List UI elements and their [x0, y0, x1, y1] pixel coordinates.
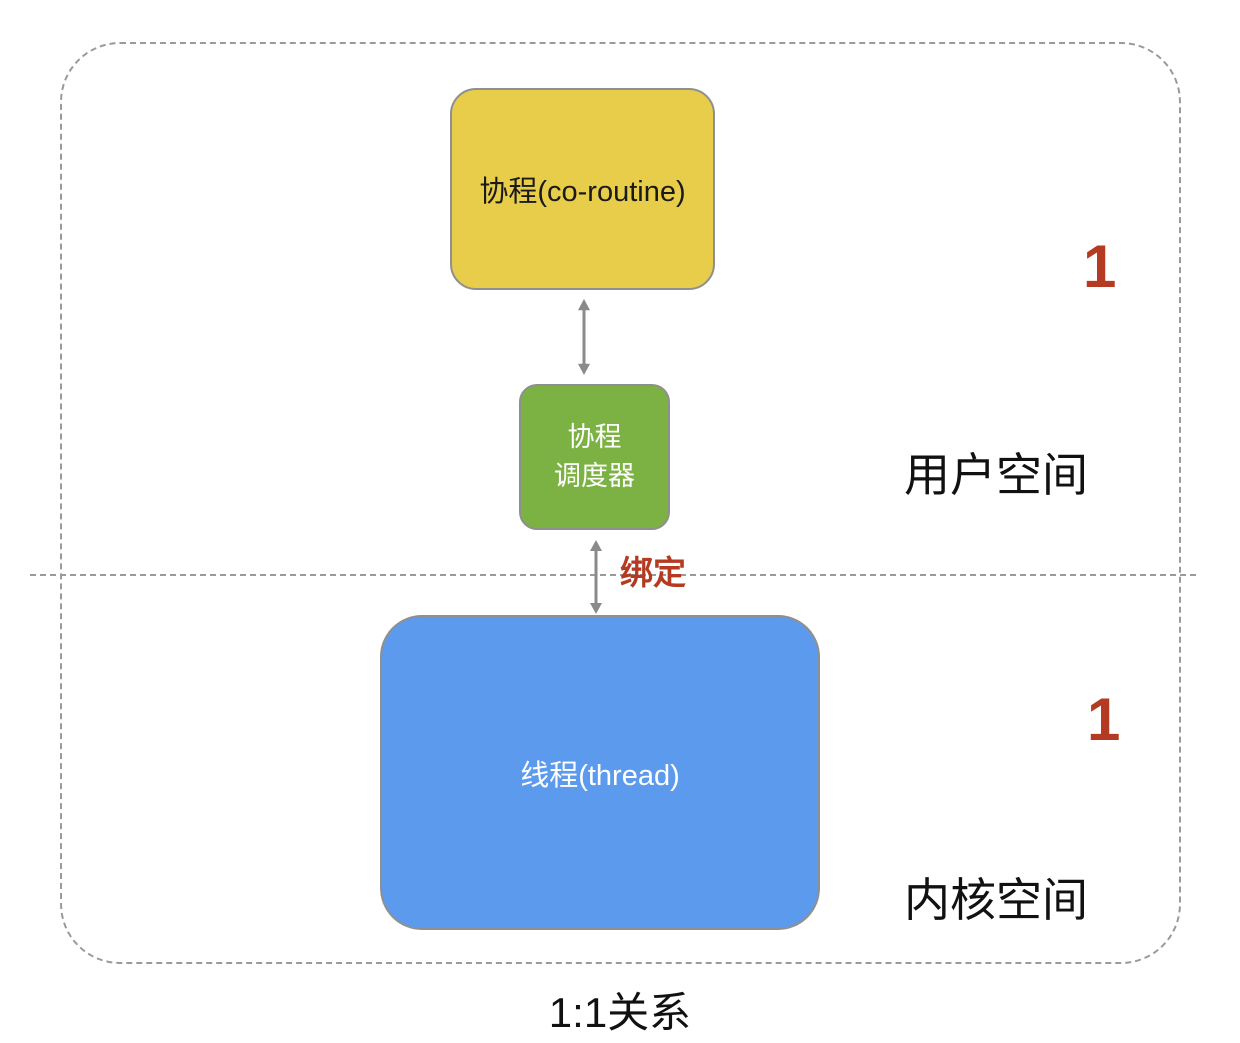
coroutine-box-label: 协程(co-routine) [479, 176, 686, 208]
user-kernel-space-divider [30, 574, 1196, 576]
scheduler-box-label-line2: 调度器 [554, 461, 635, 491]
diagram-caption: 1:1关系 [548, 989, 692, 1036]
outer-dashed-boundary [60, 42, 1181, 964]
kernel-space-label: 内核空间 [904, 874, 1088, 926]
thread-box-label: 线程(thread) [520, 759, 680, 792]
kernel-space-count: 1 [1087, 686, 1121, 753]
user-space-count: 1 [1083, 233, 1117, 300]
scheduler-box: 协程 调度器 [519, 384, 670, 530]
double-arrow-coroutine-scheduler [578, 299, 590, 375]
thread-box: 线程(thread) [380, 615, 820, 930]
user-space-label: 用户空间 [904, 449, 1088, 501]
coroutine-box: 协程(co-routine) [450, 88, 715, 290]
double-arrow-scheduler-thread [590, 540, 602, 614]
scheduler-box-label-line1: 协程 [567, 421, 622, 452]
binding-label: 绑定 [620, 554, 686, 591]
